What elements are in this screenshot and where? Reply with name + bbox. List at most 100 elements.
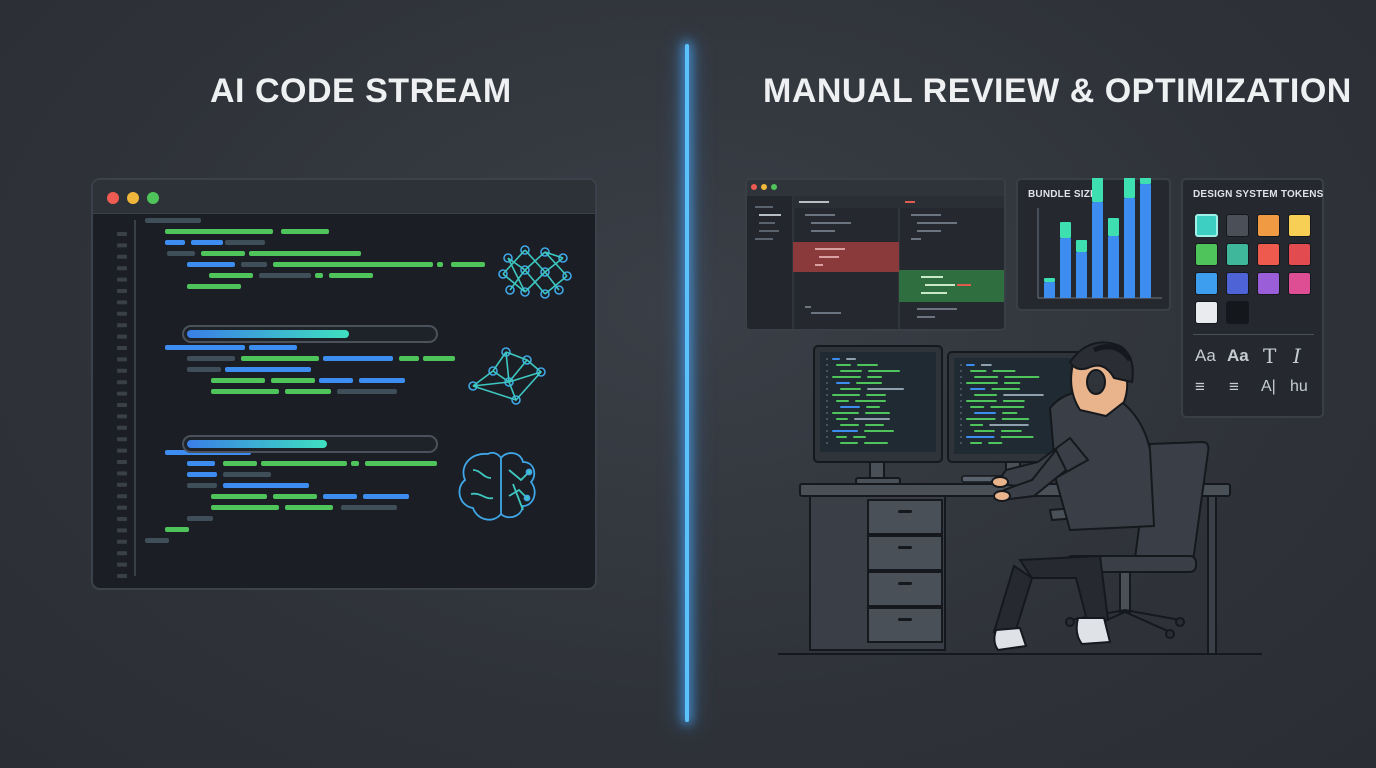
- monitor-code-segment: [1000, 430, 1022, 432]
- line-number: [117, 471, 127, 476]
- color-swatch[interactable]: [1226, 272, 1249, 295]
- code-segment: [249, 251, 361, 256]
- line-number: [117, 562, 127, 567]
- monitor-line-number: [960, 418, 962, 420]
- bundle-bar-segment: [1044, 278, 1055, 282]
- monitor-line-number: [826, 400, 828, 402]
- code-segment: [211, 505, 279, 510]
- progress-bar-1: [182, 325, 438, 343]
- font-regular-token[interactable]: Aa: [1195, 346, 1216, 365]
- color-swatch[interactable]: [1195, 301, 1218, 324]
- color-swatch[interactable]: [1257, 243, 1280, 266]
- center-divider: [685, 44, 689, 722]
- monitor-code-lines: [826, 358, 1044, 444]
- font-bold-token[interactable]: Aa: [1227, 346, 1249, 365]
- monitor-code-segment: [832, 430, 858, 432]
- neural-network-icon: [498, 245, 572, 299]
- monitor-line-number: [826, 394, 828, 396]
- right-heading: MANUAL REVIEW & OPTIMIZATION: [763, 72, 1352, 110]
- monitor-code-segment: [970, 442, 983, 444]
- monitor-code-segment: [1004, 376, 1040, 378]
- monitor-line-number: [960, 376, 962, 378]
- color-swatch[interactable]: [1195, 272, 1218, 295]
- code-segment: [223, 483, 309, 488]
- progress-bar-2: [182, 435, 438, 453]
- font-serif-token[interactable]: T: [1263, 344, 1277, 368]
- monitor-line-number: [960, 382, 962, 384]
- monitor-code-segment: [1002, 412, 1018, 414]
- line-number: [117, 551, 127, 556]
- color-swatch[interactable]: [1226, 243, 1249, 266]
- left-heading: AI CODE STREAM: [210, 72, 512, 110]
- tokens-divider: [1193, 334, 1314, 335]
- monitor-code-segment: [864, 442, 888, 444]
- code-segment: [165, 229, 273, 234]
- monitor-line-number: [960, 412, 962, 414]
- code-segment: [187, 356, 235, 361]
- line-number: [117, 425, 127, 430]
- close-window-dot[interactable]: [107, 192, 119, 204]
- color-swatch[interactable]: [1257, 214, 1280, 237]
- code-segment: [249, 345, 297, 350]
- monitor-line-number: [960, 364, 962, 366]
- monitor-line-number: [960, 442, 962, 444]
- color-swatch[interactable]: [1226, 301, 1249, 324]
- code-segment: [211, 494, 267, 499]
- bundle-bar-segment: [1060, 222, 1071, 238]
- monitor-code-segment: [840, 406, 860, 408]
- design-tokens-title: DESIGN SYSTEM TOKENS: [1193, 189, 1324, 200]
- code-segment: [273, 262, 433, 267]
- line-number: [117, 232, 127, 236]
- bundle-bar: [1108, 236, 1119, 298]
- monitor-line-number: [960, 430, 962, 432]
- code-segment: [319, 378, 353, 383]
- bundle-bar-segment: [1076, 240, 1087, 252]
- diff-svg: [747, 180, 1004, 329]
- monitor-code-segment: [856, 382, 882, 384]
- maximize-window-dot[interactable]: [147, 192, 159, 204]
- color-swatch[interactable]: [1226, 214, 1249, 237]
- line-number: [117, 460, 127, 464]
- line-number: [117, 243, 127, 248]
- align-left-token[interactable]: ≡: [1195, 377, 1205, 396]
- color-swatch[interactable]: [1195, 214, 1218, 237]
- monitor-code-segment: [840, 388, 861, 390]
- font-italic-token[interactable]: I: [1293, 344, 1301, 368]
- code-segment: [165, 345, 245, 350]
- code-segment: [211, 389, 279, 394]
- code-area: [93, 214, 595, 588]
- code-diff-panel: [745, 178, 1006, 331]
- monitor-code-segment: [840, 370, 862, 372]
- monitor-code-segment: [836, 418, 848, 420]
- line-number: [117, 346, 127, 350]
- code-segment: [165, 527, 189, 532]
- monitor-code-segment: [966, 436, 995, 438]
- monitor-code-segment: [990, 406, 1025, 408]
- color-swatch[interactable]: [1288, 272, 1311, 295]
- letter-spacing-token[interactable]: A|: [1261, 378, 1276, 395]
- monitor-line-number: [960, 394, 962, 396]
- bundle-bar: [1060, 238, 1071, 298]
- code-segment: [399, 356, 419, 361]
- monitor-line-number: [960, 436, 962, 438]
- monitor-code-segment: [980, 364, 992, 366]
- monitor-code-segment: [864, 430, 894, 432]
- kerning-token[interactable]: hu: [1290, 378, 1308, 395]
- monitor-code-segment: [974, 394, 998, 396]
- monitor-left: [813, 345, 943, 485]
- minimize-window-dot[interactable]: [127, 192, 139, 204]
- monitor-line-number: [826, 376, 828, 378]
- developer-desk-illustration: [778, 341, 1262, 655]
- code-segment: [167, 251, 195, 256]
- monitor-line-number: [960, 388, 962, 390]
- color-swatch[interactable]: [1288, 243, 1311, 266]
- monitor-code-segment: [832, 376, 861, 378]
- color-swatch[interactable]: [1288, 214, 1311, 237]
- color-swatch[interactable]: [1257, 272, 1280, 295]
- align-center-token[interactable]: ≡: [1229, 377, 1239, 396]
- monitor-code-segment: [966, 364, 975, 366]
- color-swatch[interactable]: [1195, 243, 1218, 266]
- bundle-size-chart: [1037, 178, 1162, 299]
- code-segment: [225, 240, 265, 245]
- monitor-code-segment: [866, 394, 886, 396]
